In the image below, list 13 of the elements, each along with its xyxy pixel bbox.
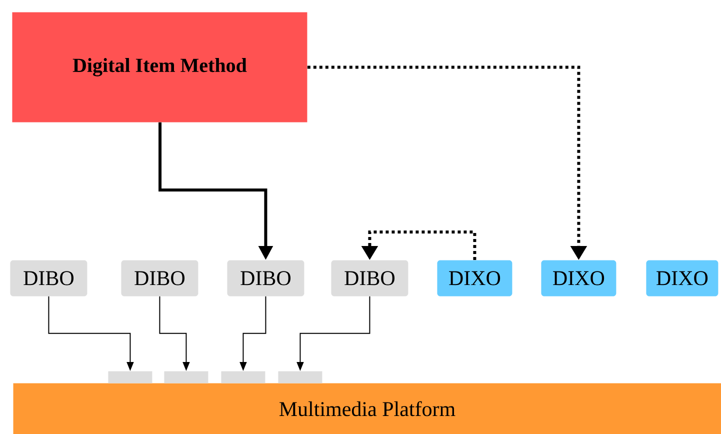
method-box: Digital Item Method	[12, 12, 308, 122]
object-box: DIXO	[646, 260, 718, 296]
object-box: DIXO	[541, 260, 616, 296]
object-box: DIBO	[121, 260, 198, 296]
object-box: DIBO	[10, 260, 88, 296]
object-box: DIXO	[437, 260, 512, 296]
object-box: DIBO	[227, 260, 304, 296]
platform-bar: Multimedia Platform	[13, 383, 721, 434]
slot-tab	[164, 371, 208, 384]
object-box: DIBO	[331, 260, 408, 296]
slot-tab	[278, 371, 322, 384]
slot-tab	[108, 371, 152, 384]
slot-tab	[221, 371, 266, 384]
